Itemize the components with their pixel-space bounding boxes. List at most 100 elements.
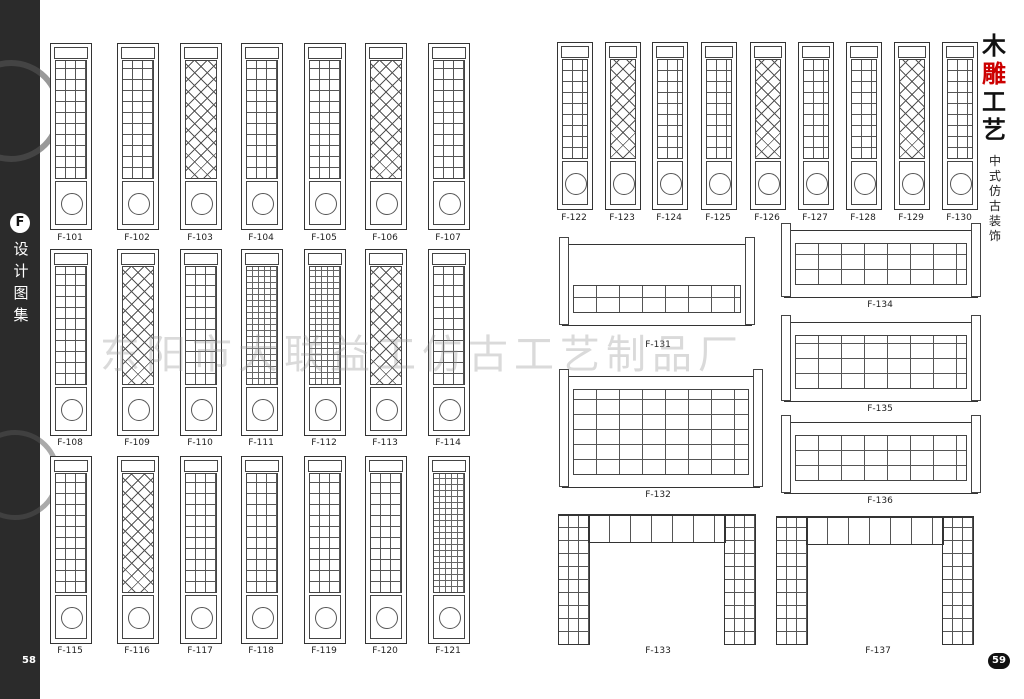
carved-panel [117,456,159,644]
panel-cap [121,47,155,59]
panel-lattice [55,60,87,179]
panel-lattice [309,60,341,179]
panel-lattice [246,473,278,593]
carved-motif [61,193,83,215]
carved-panel [180,43,222,230]
panel-cap [432,460,466,472]
panel-lattice [433,60,465,179]
item-code: F-131 [645,340,671,350]
carved-motif [565,173,587,195]
carved-motif [439,399,461,421]
panel-lower-board [122,595,154,639]
railing-post [753,369,763,487]
railing-post [781,315,791,401]
carved-motif [128,193,150,215]
title-char: 木 [982,31,1006,60]
watermark: 东阳市大联益工仿古工艺制品厂 [100,332,744,378]
panel-lattice [370,473,402,593]
left-page-number: 58 [22,655,36,666]
carved-panel [241,456,283,644]
left-spine [0,0,62,699]
title-char: 工 [982,87,1006,116]
panel-lower-board [947,161,973,205]
panel-lower-board [370,181,402,225]
panel-cap [245,47,279,59]
carved-motif [950,173,972,195]
railing-post [559,369,569,487]
carved-motif [315,193,337,215]
railing-post [971,315,981,401]
carved-motif [191,607,213,629]
panel-cap [609,46,637,58]
carved-motif [61,607,83,629]
railing-post [971,223,981,297]
carved-motif [191,399,213,421]
panel-lower-board [246,387,278,431]
railing-f131 [559,237,755,326]
title-char: 艺 [982,115,1006,144]
carved-motif [902,173,924,195]
panel-cap [561,46,589,58]
item-code: F-120 [372,646,398,656]
item-code: F-129 [898,213,924,223]
panel-lower-board [185,181,217,225]
panel-lower-board [370,595,402,639]
item-code: F-135 [867,404,893,414]
panel-lower-board [899,161,925,205]
railing-f136 [781,415,981,494]
panel-cap [850,46,878,58]
panel-lattice [185,60,217,179]
panel-cap [184,47,218,59]
panel-cap [656,46,684,58]
panel-lattice [657,59,683,159]
panel-lower-board [433,387,465,431]
carved-motif [315,607,337,629]
panel-cap [54,47,88,59]
carved-panel [428,456,470,644]
panel-cap [308,460,342,472]
arch-leg [776,517,808,645]
item-code: F-101 [57,233,83,243]
railing-f135 [781,315,981,402]
panel-lattice [246,60,278,179]
item-code: F-104 [248,233,274,243]
carved-panel [180,249,222,436]
panel-lattice [803,59,829,159]
carved-panel [428,249,470,436]
panel-lattice [122,473,154,593]
item-code: F-136 [867,496,893,506]
panel-lower-board [433,595,465,639]
item-code: F-106 [372,233,398,243]
panel-lower-board [610,161,636,205]
panel-cap [245,460,279,472]
carved-panel [652,42,688,210]
item-code: F-102 [124,233,150,243]
panel-lower-board [122,387,154,431]
item-code: F-114 [435,438,461,448]
item-code: F-126 [754,213,780,223]
title-char: 雕 [982,59,1006,88]
panel-lattice [370,266,402,385]
railing-lattice [795,435,967,481]
panel-lattice [55,266,87,385]
carved-motif [613,173,635,195]
item-code: F-121 [435,646,461,656]
panel-lower-board [55,595,87,639]
carved-motif [854,173,876,195]
carved-motif [128,607,150,629]
railing-lattice [795,335,967,389]
panel-cap [308,253,342,265]
panel-lower-board [55,387,87,431]
item-code: F-108 [57,438,83,448]
carved-panel [241,43,283,230]
carved-motif [128,399,150,421]
carved-motif [315,399,337,421]
panel-lattice [309,473,341,593]
panel-lattice [309,266,341,385]
left-vertical-title: 设计图集 [13,240,29,324]
panel-cap [184,253,218,265]
panel-lower-board [309,387,341,431]
panel-lower-board [562,161,588,205]
railing-lattice [573,285,741,313]
panel-lower-board [657,161,683,205]
